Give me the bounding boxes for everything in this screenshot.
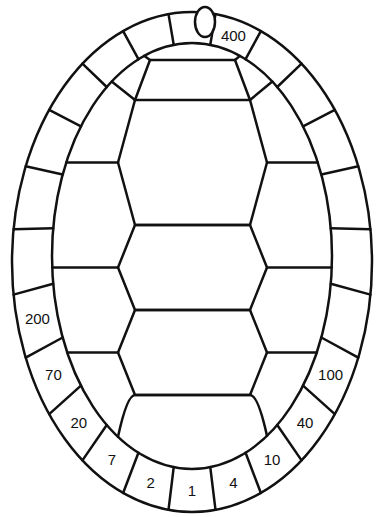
scute-divider [331,284,371,295]
callout-number: 2 [146,475,154,490]
scute-divider [82,64,106,87]
costal-line [52,266,118,269]
scute-divider [321,338,358,358]
callout-number: 100 [318,367,343,382]
callout-number: 4 [229,475,237,490]
costal-line [250,82,272,100]
costal-line [267,161,318,164]
costal-line [66,161,118,164]
callout-number: 7 [108,452,116,467]
vertebral-scute [118,225,267,310]
scute-divider [14,284,54,295]
scute-divider [210,467,215,510]
vertebral-scute [118,310,267,395]
bottom-scute [118,395,267,437]
inner-rim [52,43,332,469]
scute-divider [331,228,371,229]
vertebral-scute [135,60,250,100]
scute-divider [49,110,81,127]
callout-number: 400 [221,28,246,43]
costal-line [144,56,150,60]
scute-divider [246,31,261,59]
scute-divider [49,386,81,415]
scute-divider [321,166,358,174]
scute-divider [26,338,63,358]
callout-number: 10 [264,452,281,467]
scute-divider [169,14,174,45]
scute-divider [277,64,301,87]
scute-divider [246,453,261,493]
callout-number: 70 [45,367,62,382]
scute-divider [123,453,138,493]
turtle-head [195,7,215,37]
scute-divider [277,425,301,460]
costal-line [267,266,332,269]
outer-rim [12,12,372,512]
scute-divider [169,467,174,510]
callout-number: 200 [25,311,50,326]
scute-divider [14,228,54,229]
scute-divider [303,110,335,127]
callout-number: 40 [297,415,314,430]
costal-line [67,351,118,354]
costal-line [112,82,135,100]
scute-divider [123,31,138,59]
callout-number: 1 [188,483,196,498]
callout-number: 20 [71,415,88,430]
scute-divider [303,386,335,415]
costal-line [235,56,240,60]
scute-divider [26,166,63,174]
costal-line [267,351,317,354]
vertebral-scute [118,100,267,225]
scute-divider [82,425,106,460]
